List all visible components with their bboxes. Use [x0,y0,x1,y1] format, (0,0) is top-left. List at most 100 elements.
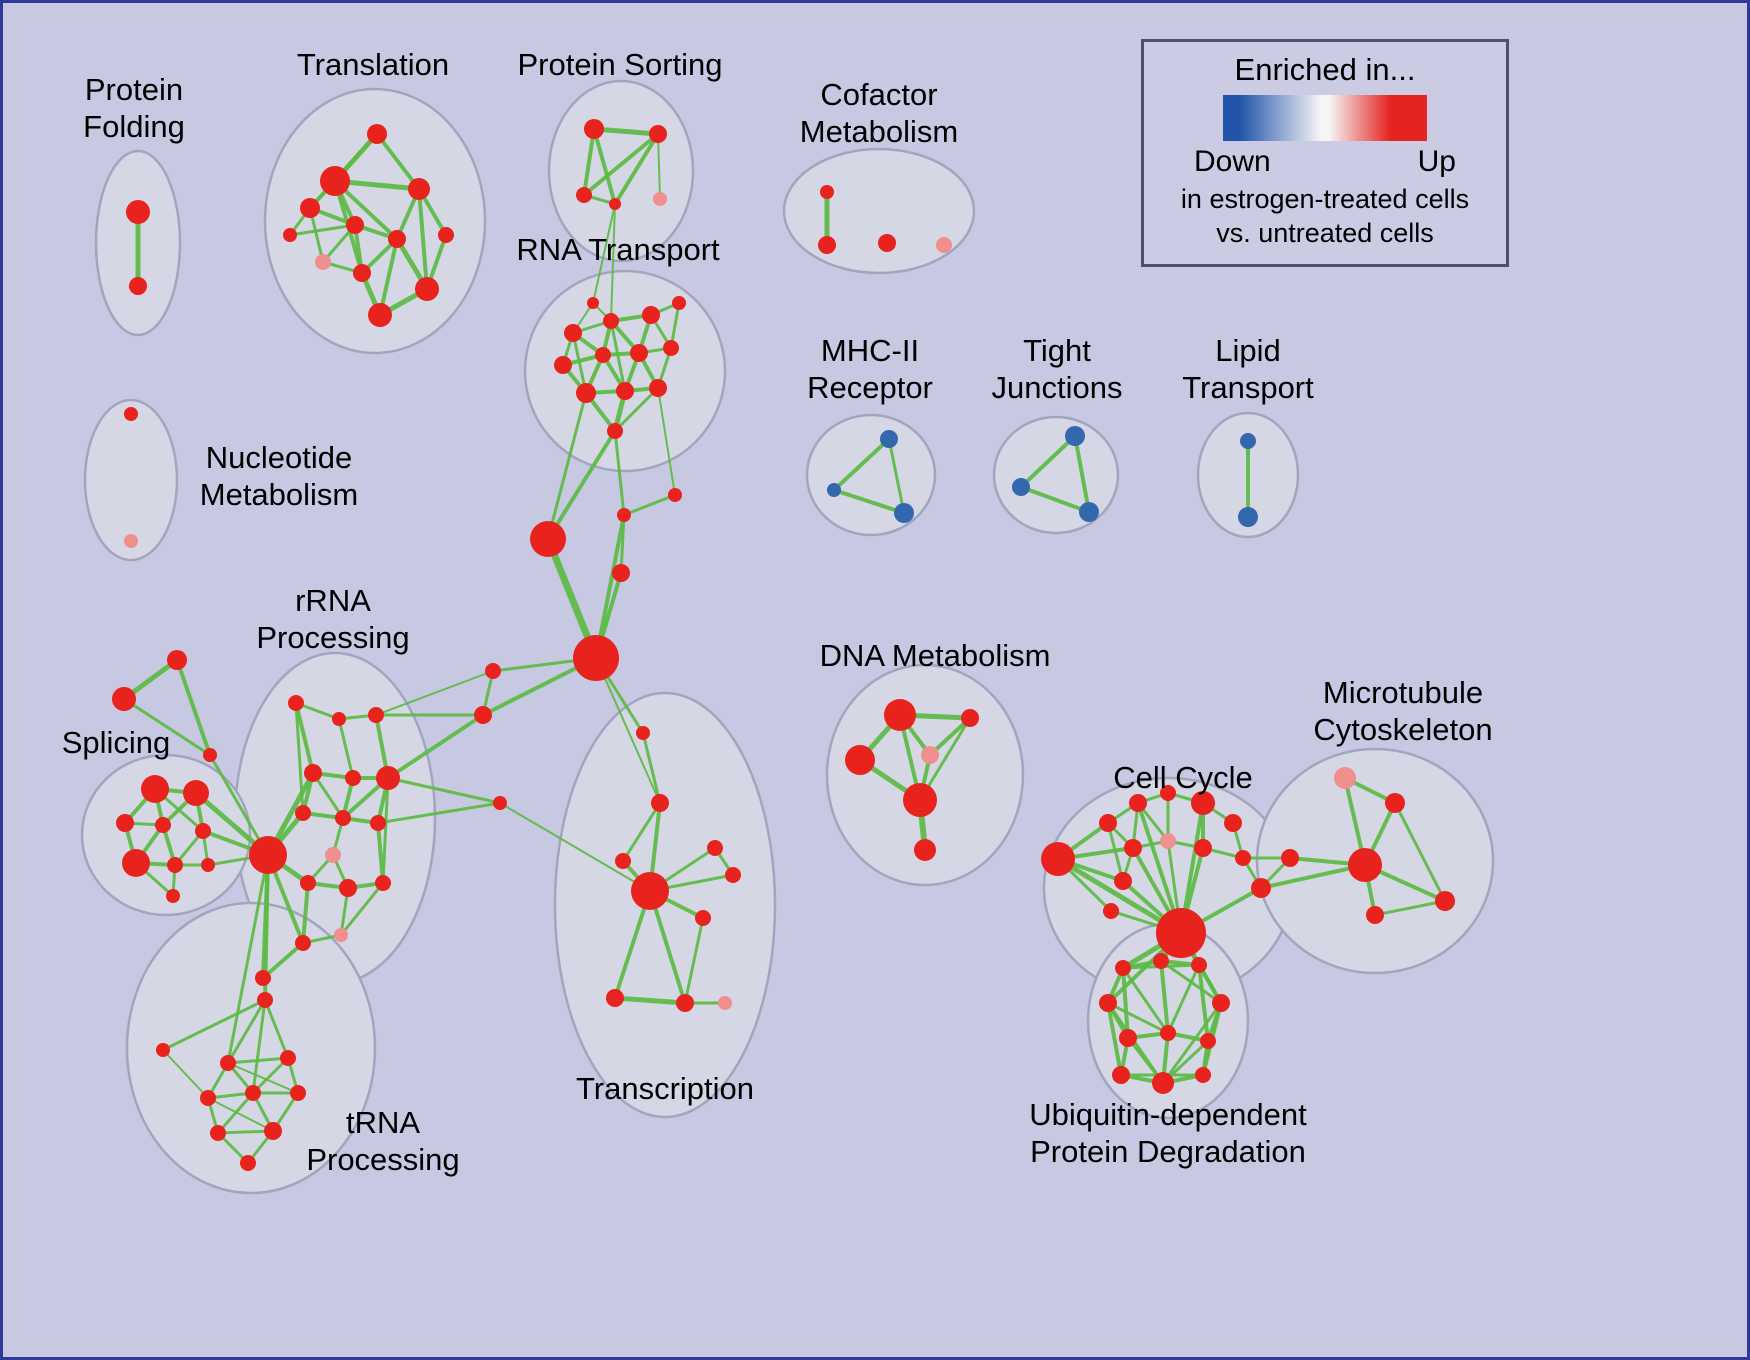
gene-set-node-cm2 [818,236,836,254]
edge-c7-rr6 [386,776,502,805]
gene-set-node-cc10 [1235,850,1251,866]
gene-set-node-tr10 [240,1155,256,1171]
gene-set-node-hub [573,635,619,681]
edge-r11-c3 [657,387,676,496]
gene-set-node-tc10 [718,996,732,1010]
gene-set-node-cc8 [1160,833,1176,849]
edge-u4-u10 [1106,1001,1165,1085]
cluster-label-lipid-transport: Transport [1182,370,1314,405]
edge-tr3-tr7 [227,1062,299,1094]
gene-set-node-s7 [167,857,183,873]
gene-set-node-n1 [124,407,138,421]
legend-up-label: Up [1417,145,1456,178]
edge-rr4-rr8 [311,771,345,820]
cluster-label-cell-cycle: Cell Cycle [1113,760,1253,795]
gene-set-node-m1 [880,430,898,448]
gene-set-node-u11 [1195,1067,1211,1083]
edge-rr11-rr15 [301,881,310,945]
gene-set-node-s3 [116,814,134,832]
gene-set-node-u7 [1160,1025,1176,1041]
edge-u1-u7 [1121,966,1170,1035]
gene-set-node-p2 [649,125,667,143]
gene-set-node-cc6 [1224,814,1242,832]
gene-set-node-r7 [630,344,648,362]
legend-title: Enriched in... [1234,52,1416,87]
gene-set-node-t6 [388,230,406,248]
gene-set-node-cc13 [1103,903,1119,919]
edge-t6-t10 [378,237,399,317]
edge-p1-p3 [582,127,596,197]
cluster-label-cofactor-metabolism: Metabolism [800,114,959,149]
gene-set-node-c1 [530,521,566,557]
gene-set-node-t3 [300,198,320,218]
gene-set-node-pf1 [126,200,150,224]
edge-c1-r9 [546,391,588,541]
gene-set-node-tc3 [707,840,723,856]
edge-tr4-tr6 [251,1056,290,1095]
gene-set-node-d3 [845,745,875,775]
edge-c6-rr6 [386,713,485,780]
gene-set-node-s4 [155,817,171,833]
gene-set-node-t10 [368,303,392,327]
cluster-label-ubiquitin-degradation: Protein Degradation [1030,1134,1306,1169]
gene-set-node-tr4 [280,1050,296,1066]
cluster-label-nucleotide-metabolism: Nucleotide [206,440,352,475]
edge-x2-x3 [122,697,212,757]
edge-tr3-rrhub [226,853,270,1065]
gene-set-node-tc2 [651,794,669,812]
gene-set-node-u3 [1191,957,1207,973]
gene-set-node-cc3 [1129,794,1147,812]
gene-set-node-r13 [587,297,599,309]
cluster-label-protein-folding: Protein [85,72,183,107]
gene-set-node-u6 [1119,1029,1137,1047]
gene-set-node-x2 [112,687,136,711]
legend-caption-line1: in estrogen-treated cells [1180,184,1470,214]
edge-tj2-tj3 [1019,485,1091,514]
edge-tr1-tr2 [161,998,267,1052]
gene-set-node-tc6 [615,853,631,869]
gene-set-node-c3 [668,488,682,502]
edge-r11-r12 [613,386,660,433]
edge-m2-m3 [832,488,906,515]
edge-p2-p5 [657,133,661,200]
gene-set-node-p5 [653,192,667,206]
gene-set-node-u8 [1200,1033,1216,1049]
gene-set-node-rr5 [345,770,361,786]
edge-tr5-tr9 [207,1097,274,1132]
edge-tr8-tr9 [216,1129,275,1135]
edge-tc7-tc9 [683,916,705,1005]
legend-caption-line2: vs. untreated cells [1216,218,1434,248]
gene-set-node-d5 [903,783,937,817]
edge-p2-p3 [582,132,660,197]
cluster-label-nucleotide-metabolism: Metabolism [200,477,359,512]
gene-set-node-cc4 [1160,785,1176,801]
gene-set-node-tj1 [1065,426,1085,446]
cluster-label-transcription: Transcription [576,1071,754,1106]
cluster-label-tight-junctions: Tight [1023,333,1091,368]
cluster-ellipse-nucleotide-metabolism [83,398,179,562]
gene-set-node-rr9 [370,815,386,831]
gene-set-node-t7 [315,254,331,270]
gene-set-node-rr3 [368,707,384,723]
gene-set-node-t4 [408,178,430,200]
gene-set-node-tj2 [1012,478,1030,496]
gene-set-node-cm4 [936,237,952,253]
gene-set-node-d1 [884,699,916,731]
gene-set-node-u2 [1153,953,1169,969]
gene-set-node-r5 [554,356,572,374]
gene-set-node-cc7 [1124,839,1142,857]
gene-set-node-c5 [485,663,501,679]
gene-set-node-rr8 [335,810,351,826]
legend: Enriched in... Down Up in estrogen-treat… [1141,39,1509,267]
edge-tr2-tr3 [226,998,267,1065]
gene-set-node-t5 [346,216,364,234]
edge-rr1-rr4 [294,701,315,775]
gene-set-node-tc7 [695,910,711,926]
legend-down-label: Down [1194,145,1271,178]
gene-set-node-c6 [474,706,492,724]
gradient-bar [1223,95,1427,141]
gene-set-node-s2 [183,780,209,806]
cluster-ellipse-tight-junctions [992,415,1120,535]
edge-rr15-rr16 [261,941,305,980]
